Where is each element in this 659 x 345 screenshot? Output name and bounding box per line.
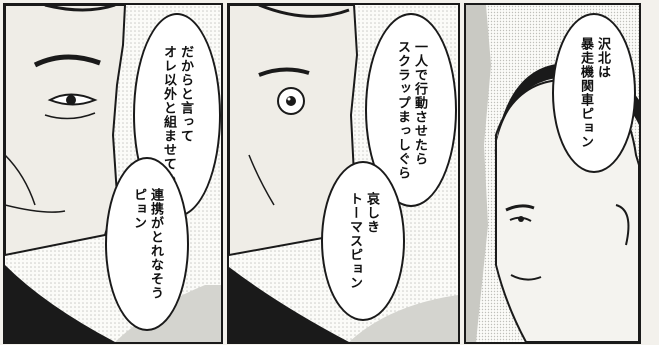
speech-line: オレ以外と組ませても <box>161 45 176 185</box>
speech-line: トーマスピョン <box>347 192 362 290</box>
speech-line: ピョン <box>131 188 146 230</box>
speech-line: 一人で行動させたら <box>412 40 427 166</box>
speech-bubble: 一人で行動させたら スクラップまっしぐら <box>365 13 457 207</box>
speech-line: スクラップまっしぐら <box>395 40 410 180</box>
speech-line: 哀しき <box>364 192 379 234</box>
speech-line: 暴走機関車ピョン <box>578 37 593 149</box>
speech-line: だからと言って <box>178 45 193 143</box>
panel-right: 沢北は 暴走機関車ピョン <box>464 3 641 344</box>
speech-line: 沢北は <box>595 37 610 79</box>
speech-bubble: 哀しき トーマスピョン <box>321 161 405 321</box>
panel-middle: 一人で行動させたら スクラップまっしぐら 哀しき トーマスピョン <box>227 3 460 344</box>
speech-bubble: 連携がとれなそう ピョン <box>105 157 189 331</box>
speech-bubble: 沢北は 暴走機関車ピョン <box>552 13 636 173</box>
speech-line: 連携がとれなそう <box>148 188 163 300</box>
panel-left: だからと言って オレ以外と組ませても 連携がとれなそう ピョン <box>3 3 223 344</box>
